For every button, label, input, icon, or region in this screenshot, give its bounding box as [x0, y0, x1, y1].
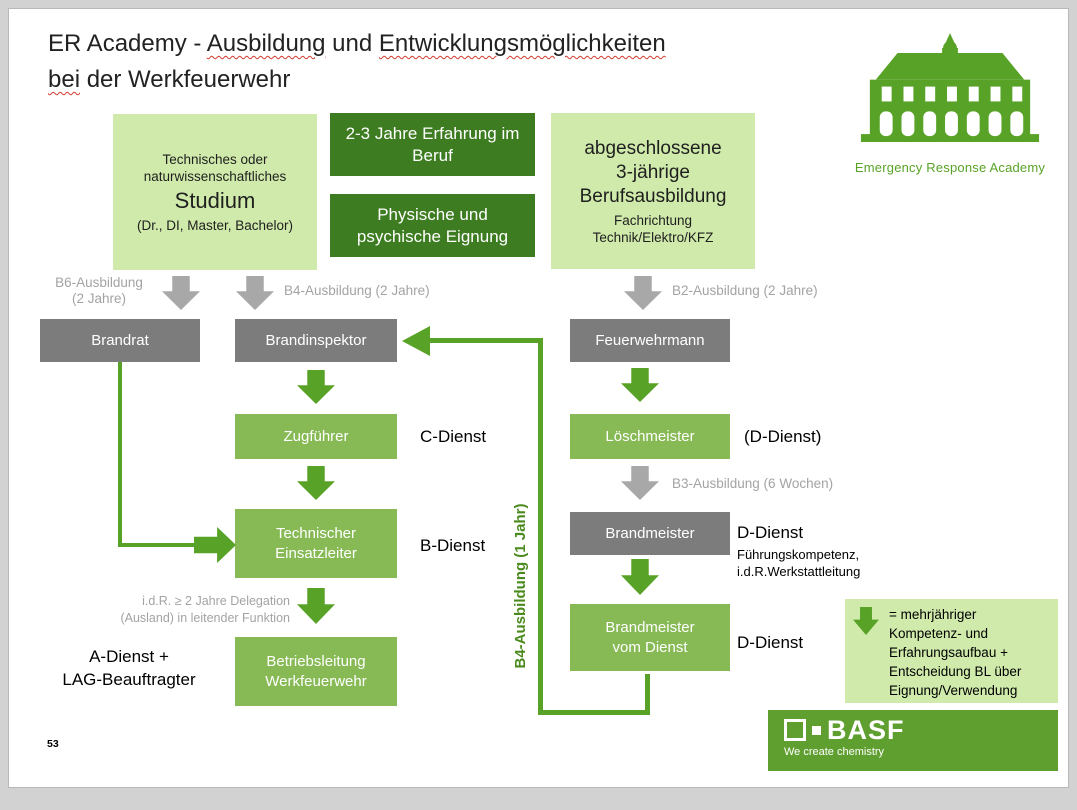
berufsausbildung-line1: abgeschlossene [584, 137, 722, 159]
title-seg-er-academy: ER Academy - [48, 30, 207, 57]
b4-label: B4-Ausbildung (2 Jahre) [284, 283, 430, 298]
title-seg-bei: bei [48, 66, 81, 93]
betriebsleitung-line1: Betriebsleitung [266, 653, 366, 670]
bvd-line2: vom Dienst [612, 638, 688, 656]
title-seg-entwicklung: Entwicklungsmöglichkeiten [378, 30, 666, 57]
basf-tagline: We create chemistry [784, 746, 885, 758]
node-loeschmeister: Löschmeister [570, 414, 730, 459]
node-brandinspektor: Brandinspektor [235, 319, 397, 362]
berufsausbildung-line4: Fachrichtung [613, 212, 693, 228]
a-dienst-label: A-Dienst + LAG-Beauftragter [28, 645, 230, 691]
basf-brand-text: BASF [827, 715, 905, 745]
brandmeister-note-line1: Führungskompetenz, [737, 547, 860, 562]
basf-square-outline-icon [784, 719, 806, 741]
loop-line-vertical [538, 338, 543, 715]
delegation-note-line2: (Ausland) in leitender Funktion [120, 611, 290, 625]
berufsausbildung-line2: 3-jährige [616, 161, 690, 183]
node-betriebsleitung: Betriebsleitung Werkfeuerwehr [235, 637, 397, 706]
b6-label-line2: (2 Jahre) [71, 291, 127, 306]
d-dienst-loeschmeister-label: (D-Dienst) [744, 427, 822, 446]
studium-line1: Technisches oder [162, 151, 268, 167]
b3-label: B3-Ausbildung (6 Wochen) [672, 476, 834, 491]
box-berufsausbildung: abgeschlossene 3-jährige Berufsausbildun… [551, 113, 755, 269]
box-studium: Technisches oder naturwissenschaftliches… [113, 114, 317, 270]
brandmeister-note: Führungskompetenz, i.d.R.Werkstattleitun… [737, 546, 860, 580]
legend-box: = mehrjähriger Kompetenz- und Erfahrungs… [845, 599, 1058, 703]
tel-line1: Technischer [275, 525, 357, 542]
legend-down-arrow-icon [853, 607, 879, 635]
brandrat-elbow-vertical [118, 362, 122, 547]
slide-title-line2: bei der Werkfeuerwehr [48, 66, 290, 94]
delegation-note-line1: i.d.R. ≥ 2 Jahre Delegation [142, 594, 290, 608]
legend-line5: Eignung/Verwendung [889, 683, 1018, 698]
node-brandrat: Brandrat [40, 319, 200, 362]
studium-line2: naturwissenschaftliches [143, 168, 287, 184]
legend-line1: = mehrjähriger [889, 607, 977, 622]
basf-wordmark: BASF [784, 715, 1058, 745]
bvd-line1: Brandmeister [605, 619, 695, 636]
node-zugfuehrer: Zugführer [235, 414, 397, 459]
legend-text: = mehrjähriger Kompetenz- und Erfahrungs… [889, 605, 1021, 700]
title-seg-werkfeuerwehr: der Werkfeuerwehr [80, 66, 291, 93]
legend-line3: Erfahrungsaufbau + [889, 645, 1008, 660]
loop-line-right [645, 674, 650, 715]
berufsausbildung-line5: Technik/Elektro/KFZ [592, 229, 714, 245]
node-brandmeister-vom-dienst: Brandmeister vom Dienst [570, 604, 730, 671]
b4-loop-label: B4-Ausbildung (1 Jahr) [512, 503, 529, 669]
basf-logo: BASF We create chemistry [768, 710, 1058, 771]
c-dienst-label: C-Dienst [420, 427, 487, 446]
page-number: 53 [47, 738, 59, 750]
loop-line-top [428, 338, 543, 343]
era-logo-caption: Emergency Response Academy [854, 160, 1046, 175]
studium-line4: (Dr., DI, Master, Bachelor) [136, 217, 294, 233]
berufsausbildung-line3: Berufsausbildung [579, 185, 727, 207]
building-icon [856, 33, 1044, 157]
b-dienst-label: B-Dienst [420, 536, 486, 555]
a-dienst-line1: A-Dienst + [89, 647, 169, 666]
basf-square-fill-icon [812, 725, 821, 735]
box-eignung: Physische und psychische Eignung [330, 194, 535, 257]
b2-label: B2-Ausbildung (2 Jahre) [672, 283, 818, 298]
b6-label: B6-Ausbildung (2 Jahre) [38, 275, 160, 307]
tel-line2: Einsatzleiter [275, 544, 357, 562]
title-seg-und: und [325, 30, 379, 57]
studium-line3: Studium [174, 187, 256, 213]
slide-title-line1: ER Academy - Ausbildung und Entwicklungs… [48, 30, 666, 58]
d-dienst-brandmeister-label: D-Dienst [737, 523, 804, 542]
brandrat-elbow-horizontal [118, 543, 198, 547]
loop-line-bottom [538, 710, 650, 715]
node-brandmeister: Brandmeister [570, 512, 730, 555]
brandmeister-note-line2: i.d.R.Werkstattleitung [737, 564, 861, 579]
d-dienst-bvd-label: D-Dienst [737, 633, 804, 652]
box-erfahrung: 2-3 Jahre Erfahrung im Beruf [330, 113, 535, 176]
node-technischer-einsatzleiter: Technischer Einsatzleiter [235, 509, 397, 578]
legend-line2: Kompetenz- und [889, 626, 989, 641]
a-dienst-line2: LAG-Beauftragter [62, 670, 196, 689]
legend-line4: Entscheidung BL über [889, 664, 1022, 679]
delegation-note: i.d.R. ≥ 2 Jahre Delegation (Ausland) in… [90, 593, 290, 627]
b6-label-line1: B6-Ausbildung [55, 275, 143, 290]
node-feuerwehrmann: Feuerwehrmann [570, 319, 730, 362]
betriebsleitung-line2: Werkfeuerwehr [265, 672, 367, 690]
title-seg-ausbildung: Ausbildung [206, 30, 326, 57]
